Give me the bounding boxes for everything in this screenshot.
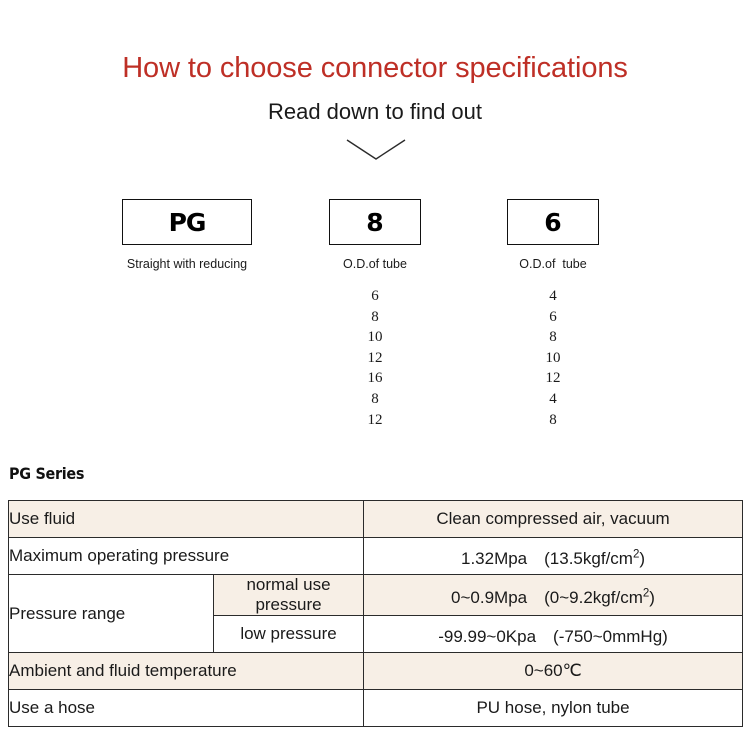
option-value[interactable]: 6 (371, 288, 379, 304)
page-subtitle: Read down to find out (267, 99, 483, 124)
option-value[interactable]: 16 (367, 370, 383, 387)
row-label: Ambient and fluid temperature (7, 652, 365, 690)
option-value[interactable]: 10 (545, 349, 561, 366)
row-sub-label: normal use pressure (212, 574, 365, 616)
option-value[interactable]: 10 (367, 329, 383, 346)
chevron-down-icon (345, 137, 407, 163)
table-row: low pressure-99.99~0Kpa (-750~0mmHg) (9, 615, 744, 653)
row-value: 0~0.9Mpa (0~9.2kgf/cm2) (363, 574, 744, 616)
option-value[interactable]: 8 (549, 411, 557, 428)
row-label: Pressure range (8, 574, 214, 653)
code-box-series-caption: Straight with reducing (126, 257, 248, 271)
row-value: PU hose, nylon tube (363, 689, 744, 727)
code-box-tube-od-1-caption: O.D.of tube (343, 257, 407, 271)
option-value[interactable]: 6 (549, 308, 557, 325)
page-title: How to choose connector specifications (122, 52, 628, 84)
row-value: -99.99~0Kpa (-750~0mmHg) (363, 615, 744, 653)
row-sub-label: low pressure (212, 615, 365, 653)
option-value[interactable]: 12 (367, 349, 383, 366)
option-value[interactable]: 4 (549, 288, 557, 304)
option-value[interactable]: 12 (367, 411, 383, 428)
option-list-tube-od-2: 4 6 8 10 12 4 8 (498, 286, 608, 430)
code-box-series[interactable]: PG (122, 199, 252, 245)
option-list-tube-od-1: 6 8 10 12 16 8 12 (320, 286, 430, 430)
code-box-tube-od-1[interactable]: 8 (329, 199, 421, 245)
row-value: 1.32Mpa (13.5kgf/cm2) (363, 537, 744, 575)
row-label: Use a hose (7, 689, 365, 727)
option-value[interactable]: 8 (371, 308, 379, 325)
option-value[interactable]: 8 (371, 390, 379, 407)
option-value[interactable]: 8 (549, 329, 557, 346)
option-value[interactable]: 12 (545, 370, 561, 387)
code-box-tube-od-2[interactable]: 6 (507, 199, 599, 245)
option-value[interactable]: 4 (549, 390, 557, 407)
row-label: Maximum operating pressure (7, 537, 365, 575)
spec-series-label: PG Series (9, 464, 85, 483)
row-label: Use fluid (7, 500, 365, 538)
row-value: Clean compressed air, vacuum (363, 500, 744, 538)
code-box-tube-od-2-caption: O.D.of tube (519, 257, 587, 271)
row-value: 0~60℃ (363, 652, 744, 690)
